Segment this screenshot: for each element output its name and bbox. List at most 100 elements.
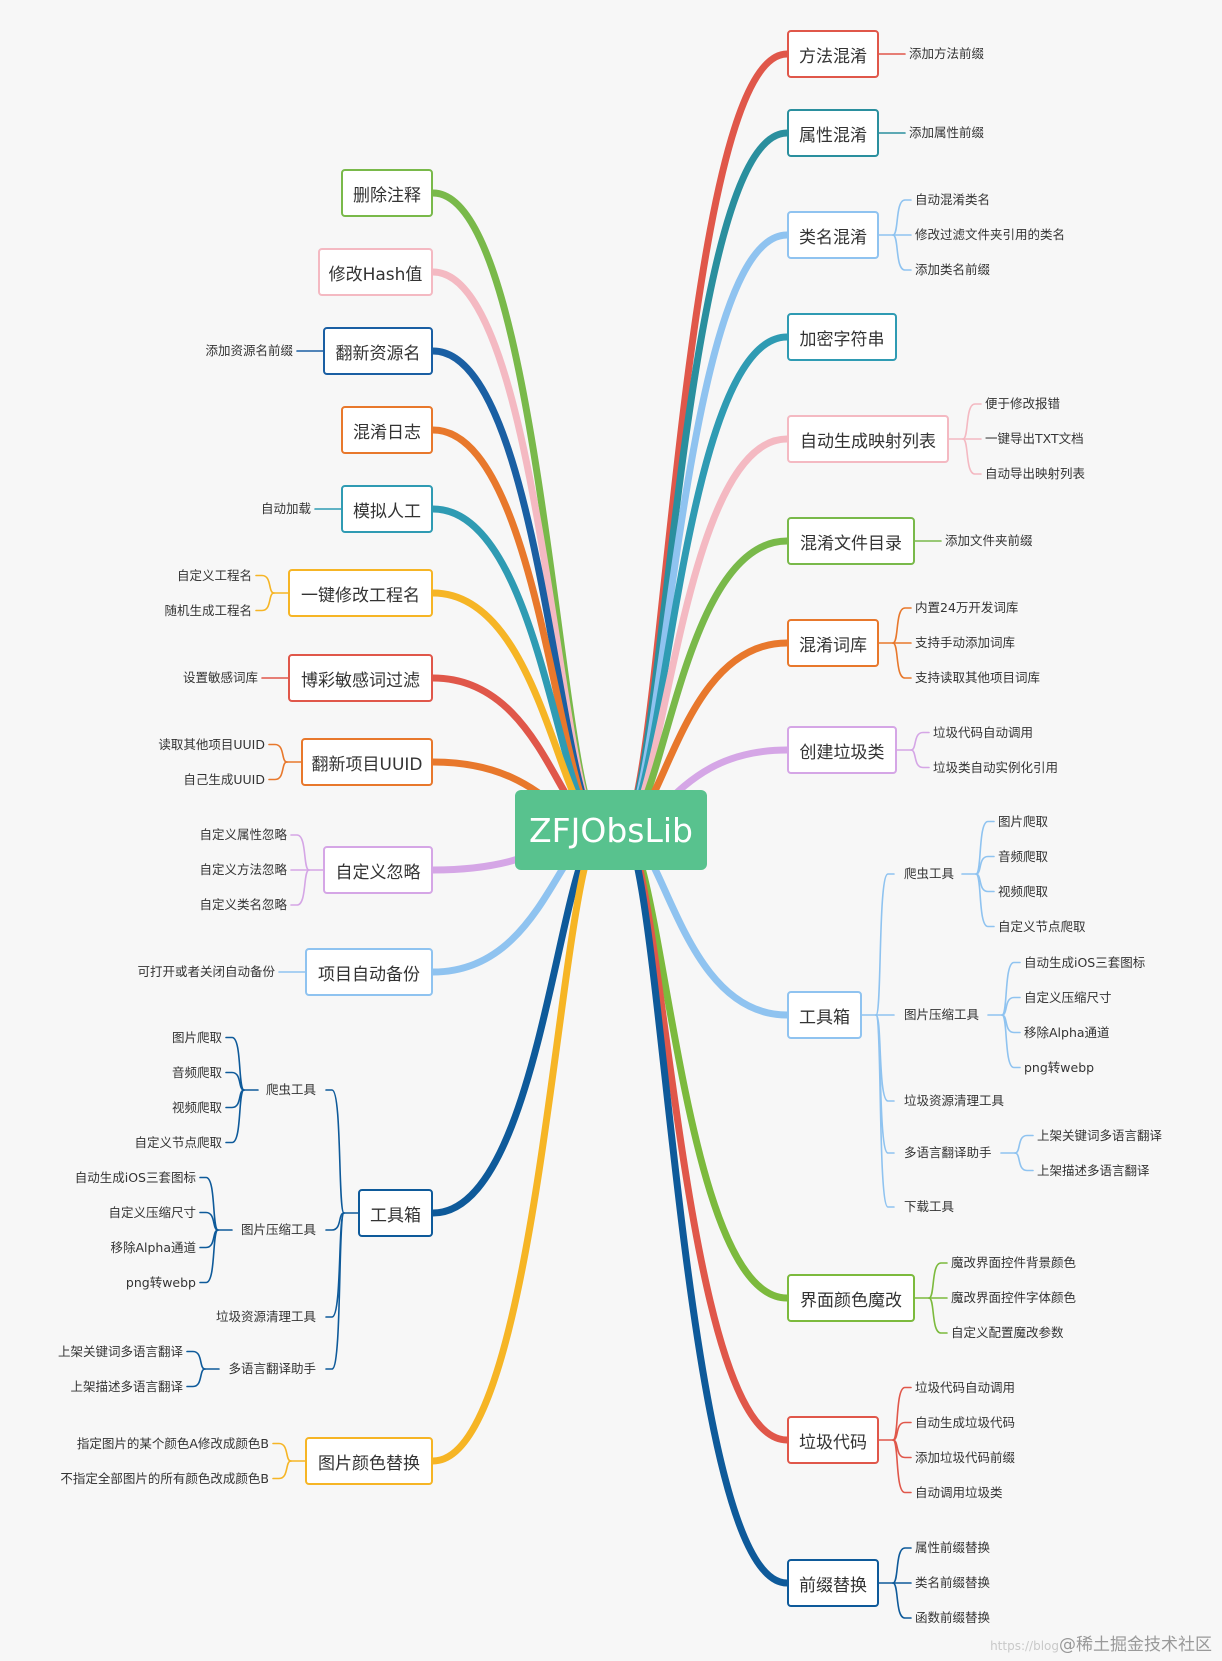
watermark-prefix: https://blog (990, 1639, 1059, 1653)
edge (1001, 996, 1021, 1016)
edge (325, 1212, 345, 1231)
watermark: https://blog@稀土掘金技术社区 (990, 1630, 1212, 1655)
leaf-text: 属性前缀替换 (915, 1540, 991, 1555)
leaf-text: 上架描述多语言翻译 (1037, 1162, 1150, 1178)
edge (429, 826, 606, 1217)
edge (186, 1368, 206, 1388)
branch-node-right: 类名混淆 (787, 211, 879, 259)
edge (892, 1386, 912, 1441)
edge (975, 873, 995, 928)
branch-node-left: 工具箱 (358, 1189, 433, 1237)
edge (290, 869, 310, 906)
edge (186, 1350, 206, 1370)
edge (892, 642, 912, 679)
leaf-text: 视频爬取 (998, 883, 1049, 899)
edge (199, 1229, 219, 1284)
branch-node-left: 修改Hash值 (318, 248, 433, 296)
leaf-text: 添加资源名前缀 (205, 343, 293, 358)
edge (325, 1089, 345, 1214)
leaf-text: 上架关键词多语言翻译 (1037, 1127, 1163, 1143)
leaf-text: 魔改界面控件字体颜色 (951, 1290, 1077, 1305)
leaf-text: 不指定全部图片的所有颜色改成颜色B (60, 1470, 269, 1486)
edge (962, 403, 982, 440)
edge (225, 1036, 245, 1091)
branch-node-right: 垃圾代码 (787, 1416, 879, 1464)
edge (255, 574, 275, 594)
leaf-text: 便于修改报错 (985, 396, 1061, 411)
edge (892, 1547, 912, 1584)
leaf-text: 读取其他项目UUID (158, 736, 265, 752)
leaf-text: 移除Alpha通道 (1024, 1024, 1110, 1040)
edge (429, 826, 606, 1465)
branch-node-left: 翻新资源名 (323, 327, 433, 375)
edge (1014, 1152, 1034, 1172)
branch-node-right: 界面颜色魔改 (787, 1274, 915, 1322)
center-node: ZFJObsLib (515, 790, 707, 870)
branch-node-left: 一键修改工程名 (288, 569, 433, 617)
leaf-text: 自定义压缩尺寸 (1024, 989, 1112, 1005)
leaf-text: 魔改界面控件背景颜色 (951, 1255, 1077, 1270)
branch-node-left: 图片颜色替换 (305, 1437, 433, 1485)
branch-node-right: 混淆词库 (787, 619, 879, 667)
edge (892, 1439, 912, 1494)
leaf-text: 自动生成iOS三套图标 (74, 1169, 196, 1185)
leaf-text: 垃圾类自动实例化引用 (933, 759, 1059, 775)
leaf-text: png转webp (125, 1274, 196, 1290)
edge (892, 1421, 912, 1441)
edge (325, 1212, 345, 1370)
edge (225, 1071, 245, 1091)
leaf-text: 上架描述多语言翻译 (70, 1378, 183, 1394)
edge (910, 749, 930, 769)
leaf-text: 添加文件夹前缀 (945, 533, 1033, 548)
leaf-text: 自动导出映射列表 (985, 466, 1086, 481)
leaf-text: 音频爬取 (998, 848, 1049, 864)
leaf-text: 垃圾代码自动调用 (915, 1379, 1016, 1395)
edge (225, 1089, 245, 1144)
edge (962, 438, 982, 475)
leaf-text: 内置24万开发词库 (915, 600, 1019, 615)
branch-node-right: 属性混淆 (787, 109, 879, 157)
edge (975, 855, 995, 875)
edge (1014, 1134, 1034, 1154)
branch-node-right: 混淆文件目录 (787, 517, 915, 565)
leaf-text: 上架关键词多语言翻译 (57, 1343, 183, 1359)
edge (892, 607, 912, 644)
edge (892, 1582, 912, 1619)
leaf-text: 自定义压缩尺寸 (108, 1204, 196, 1220)
leaf-text: 支持读取其他项目词库 (915, 670, 1041, 685)
leaf-text: 自定义节点爬取 (998, 918, 1086, 934)
leaf-text: 自定义属性忽略 (199, 827, 287, 842)
group-label: 爬虫工具 (904, 866, 955, 881)
leaf-text: 设置敏感词库 (182, 670, 258, 685)
leaf-text: 自动调用垃圾类 (915, 1484, 1003, 1500)
leaf-text: 自定义类名忽略 (199, 897, 287, 912)
leaf-text: 垃圾代码自动调用 (933, 724, 1034, 740)
edge (1001, 1014, 1021, 1069)
group-label: 下载工具 (904, 1199, 955, 1214)
group-label: 垃圾资源清理工具 (215, 1309, 316, 1324)
leaf-text: 可打开或者关闭自动备份 (137, 964, 275, 979)
group-label: 爬虫工具 (265, 1082, 316, 1097)
group-label: 垃圾资源清理工具 (904, 1093, 1005, 1108)
group-label: 图片压缩工具 (240, 1222, 316, 1237)
leaf-text: 支持手动添加词库 (915, 635, 1016, 650)
leaf-text: 自定义配置魔改参数 (951, 1325, 1064, 1340)
group-label: 多语言翻译助手 (904, 1145, 992, 1160)
branch-node-left: 翻新项目UUID (301, 738, 433, 786)
edge (892, 234, 912, 271)
edge (975, 820, 995, 875)
leaf-text: 移除Alpha通道 (110, 1239, 196, 1255)
group-label: 图片压缩工具 (904, 1007, 980, 1022)
branch-node-left: 混淆日志 (341, 406, 433, 454)
edge (268, 761, 288, 781)
branch-node-right: 前缀替换 (787, 1559, 879, 1607)
leaf-text: 图片爬取 (171, 1029, 222, 1045)
leaf-text: 一键导出TXT文档 (985, 431, 1084, 446)
edge (272, 1442, 292, 1462)
leaf-text: 自动生成垃圾代码 (915, 1414, 1016, 1430)
branch-node-right: 方法混淆 (787, 30, 879, 78)
edge (892, 199, 912, 236)
edge (1001, 961, 1021, 1016)
edge (199, 1176, 219, 1231)
edge (290, 834, 310, 871)
